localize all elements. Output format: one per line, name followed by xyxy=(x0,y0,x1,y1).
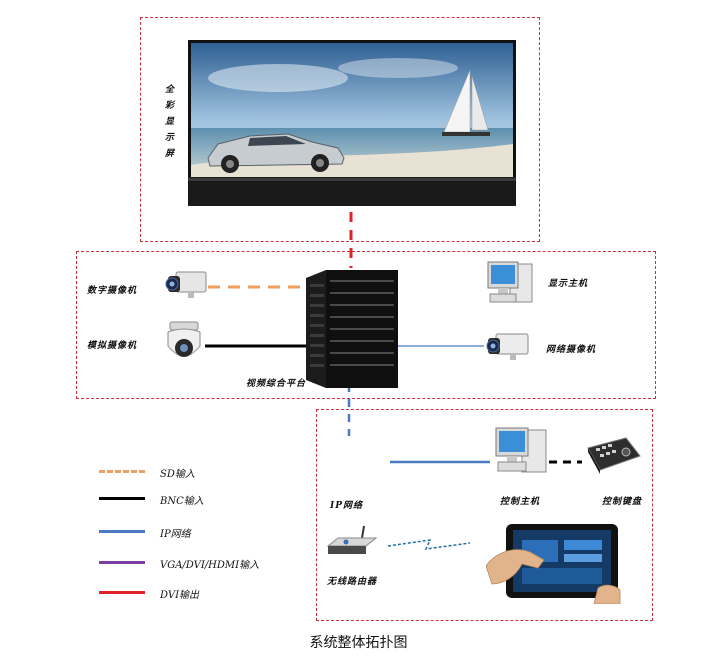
network-camera-icon xyxy=(486,333,529,360)
legend-swatch-sd xyxy=(99,470,145,473)
legend-swatch-bnc xyxy=(99,497,145,500)
control-host-label: 控制主机 xyxy=(500,497,541,507)
display-host-icon xyxy=(487,261,533,303)
legend-label-sd: SD输入 xyxy=(160,469,195,480)
analog-camera-icon xyxy=(167,321,201,357)
display-host-label: 显示主机 xyxy=(548,279,589,289)
legend-label-vga: VGA/DVI/HDMI输入 xyxy=(160,560,260,571)
video-platform-rack xyxy=(306,270,398,388)
control-keyboard-icon xyxy=(587,437,641,474)
legend-swatch-ip xyxy=(99,530,145,533)
network-camera-label: 网络摄像机 xyxy=(546,345,597,355)
display-screen-image xyxy=(188,40,516,206)
video-platform-label: 视频综合平台 xyxy=(246,379,307,389)
diagram-caption: 系统整体拓扑图 xyxy=(309,635,408,651)
ip-network-label: IP网络 xyxy=(330,501,363,511)
control-host-icon xyxy=(495,427,547,473)
display-screen-label: 全彩显示屏 xyxy=(163,84,173,164)
small-o-marker: o xyxy=(312,376,317,385)
legend-label-ip: IP网络 xyxy=(160,529,191,540)
control-region-box xyxy=(316,409,653,621)
wireless-signal-line xyxy=(387,539,471,550)
analog-camera-label: 模拟摄像机 xyxy=(87,341,138,351)
display-region-box xyxy=(140,17,540,242)
legend-label-dvi: DVI输出 xyxy=(160,590,200,601)
wireless-router-label: 无线路由器 xyxy=(327,577,378,587)
legend-swatch-dvi xyxy=(99,591,145,594)
digital-camera-label: 数字摄像机 xyxy=(87,286,138,296)
tablet-control-image xyxy=(486,524,621,604)
digital-camera-icon xyxy=(165,271,207,298)
control-keyboard-label: 控制键盘 xyxy=(602,497,643,507)
legend-label-bnc: BNC输入 xyxy=(160,496,204,507)
wireless-router-icon xyxy=(326,525,378,554)
legend-swatch-vga xyxy=(99,561,145,564)
input-region-box xyxy=(76,251,656,399)
